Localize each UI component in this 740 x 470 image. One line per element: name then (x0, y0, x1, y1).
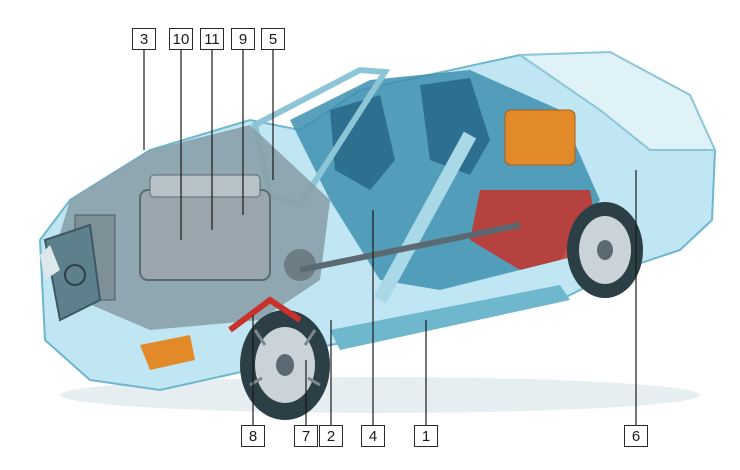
fuel-tank (504, 109, 576, 166)
side-sill (330, 285, 570, 350)
callout-9: 9 (231, 28, 255, 50)
intake-manifold (149, 174, 261, 198)
leader-lines (143, 50, 637, 425)
callout-6: 6 (624, 425, 648, 447)
headlight (40, 245, 60, 280)
callout-5: 5 (261, 28, 285, 50)
driveshaft (299, 222, 521, 273)
callout-11: 11 (200, 28, 224, 50)
rear-wheel (567, 202, 643, 298)
callout-2: 2 (319, 425, 343, 447)
hood-emblem-icon (64, 264, 86, 286)
front-wheel (240, 310, 330, 420)
seat (330, 95, 395, 190)
callout-4: 4 (361, 425, 385, 447)
headlight (140, 335, 195, 370)
a-pillar (373, 131, 477, 304)
engine-pulley (284, 249, 316, 281)
ground-shadow (60, 377, 700, 413)
front-suspension (228, 296, 302, 333)
callout-7: 7 (294, 425, 318, 447)
callout-3: 3 (132, 28, 156, 50)
trunk-lid (516, 50, 717, 151)
seat (420, 78, 490, 175)
engine-block (139, 189, 271, 281)
front-grille (43, 223, 102, 322)
callout-8: 8 (241, 425, 265, 447)
callout-10: 10 (169, 28, 193, 50)
callout-1: 1 (414, 425, 438, 447)
